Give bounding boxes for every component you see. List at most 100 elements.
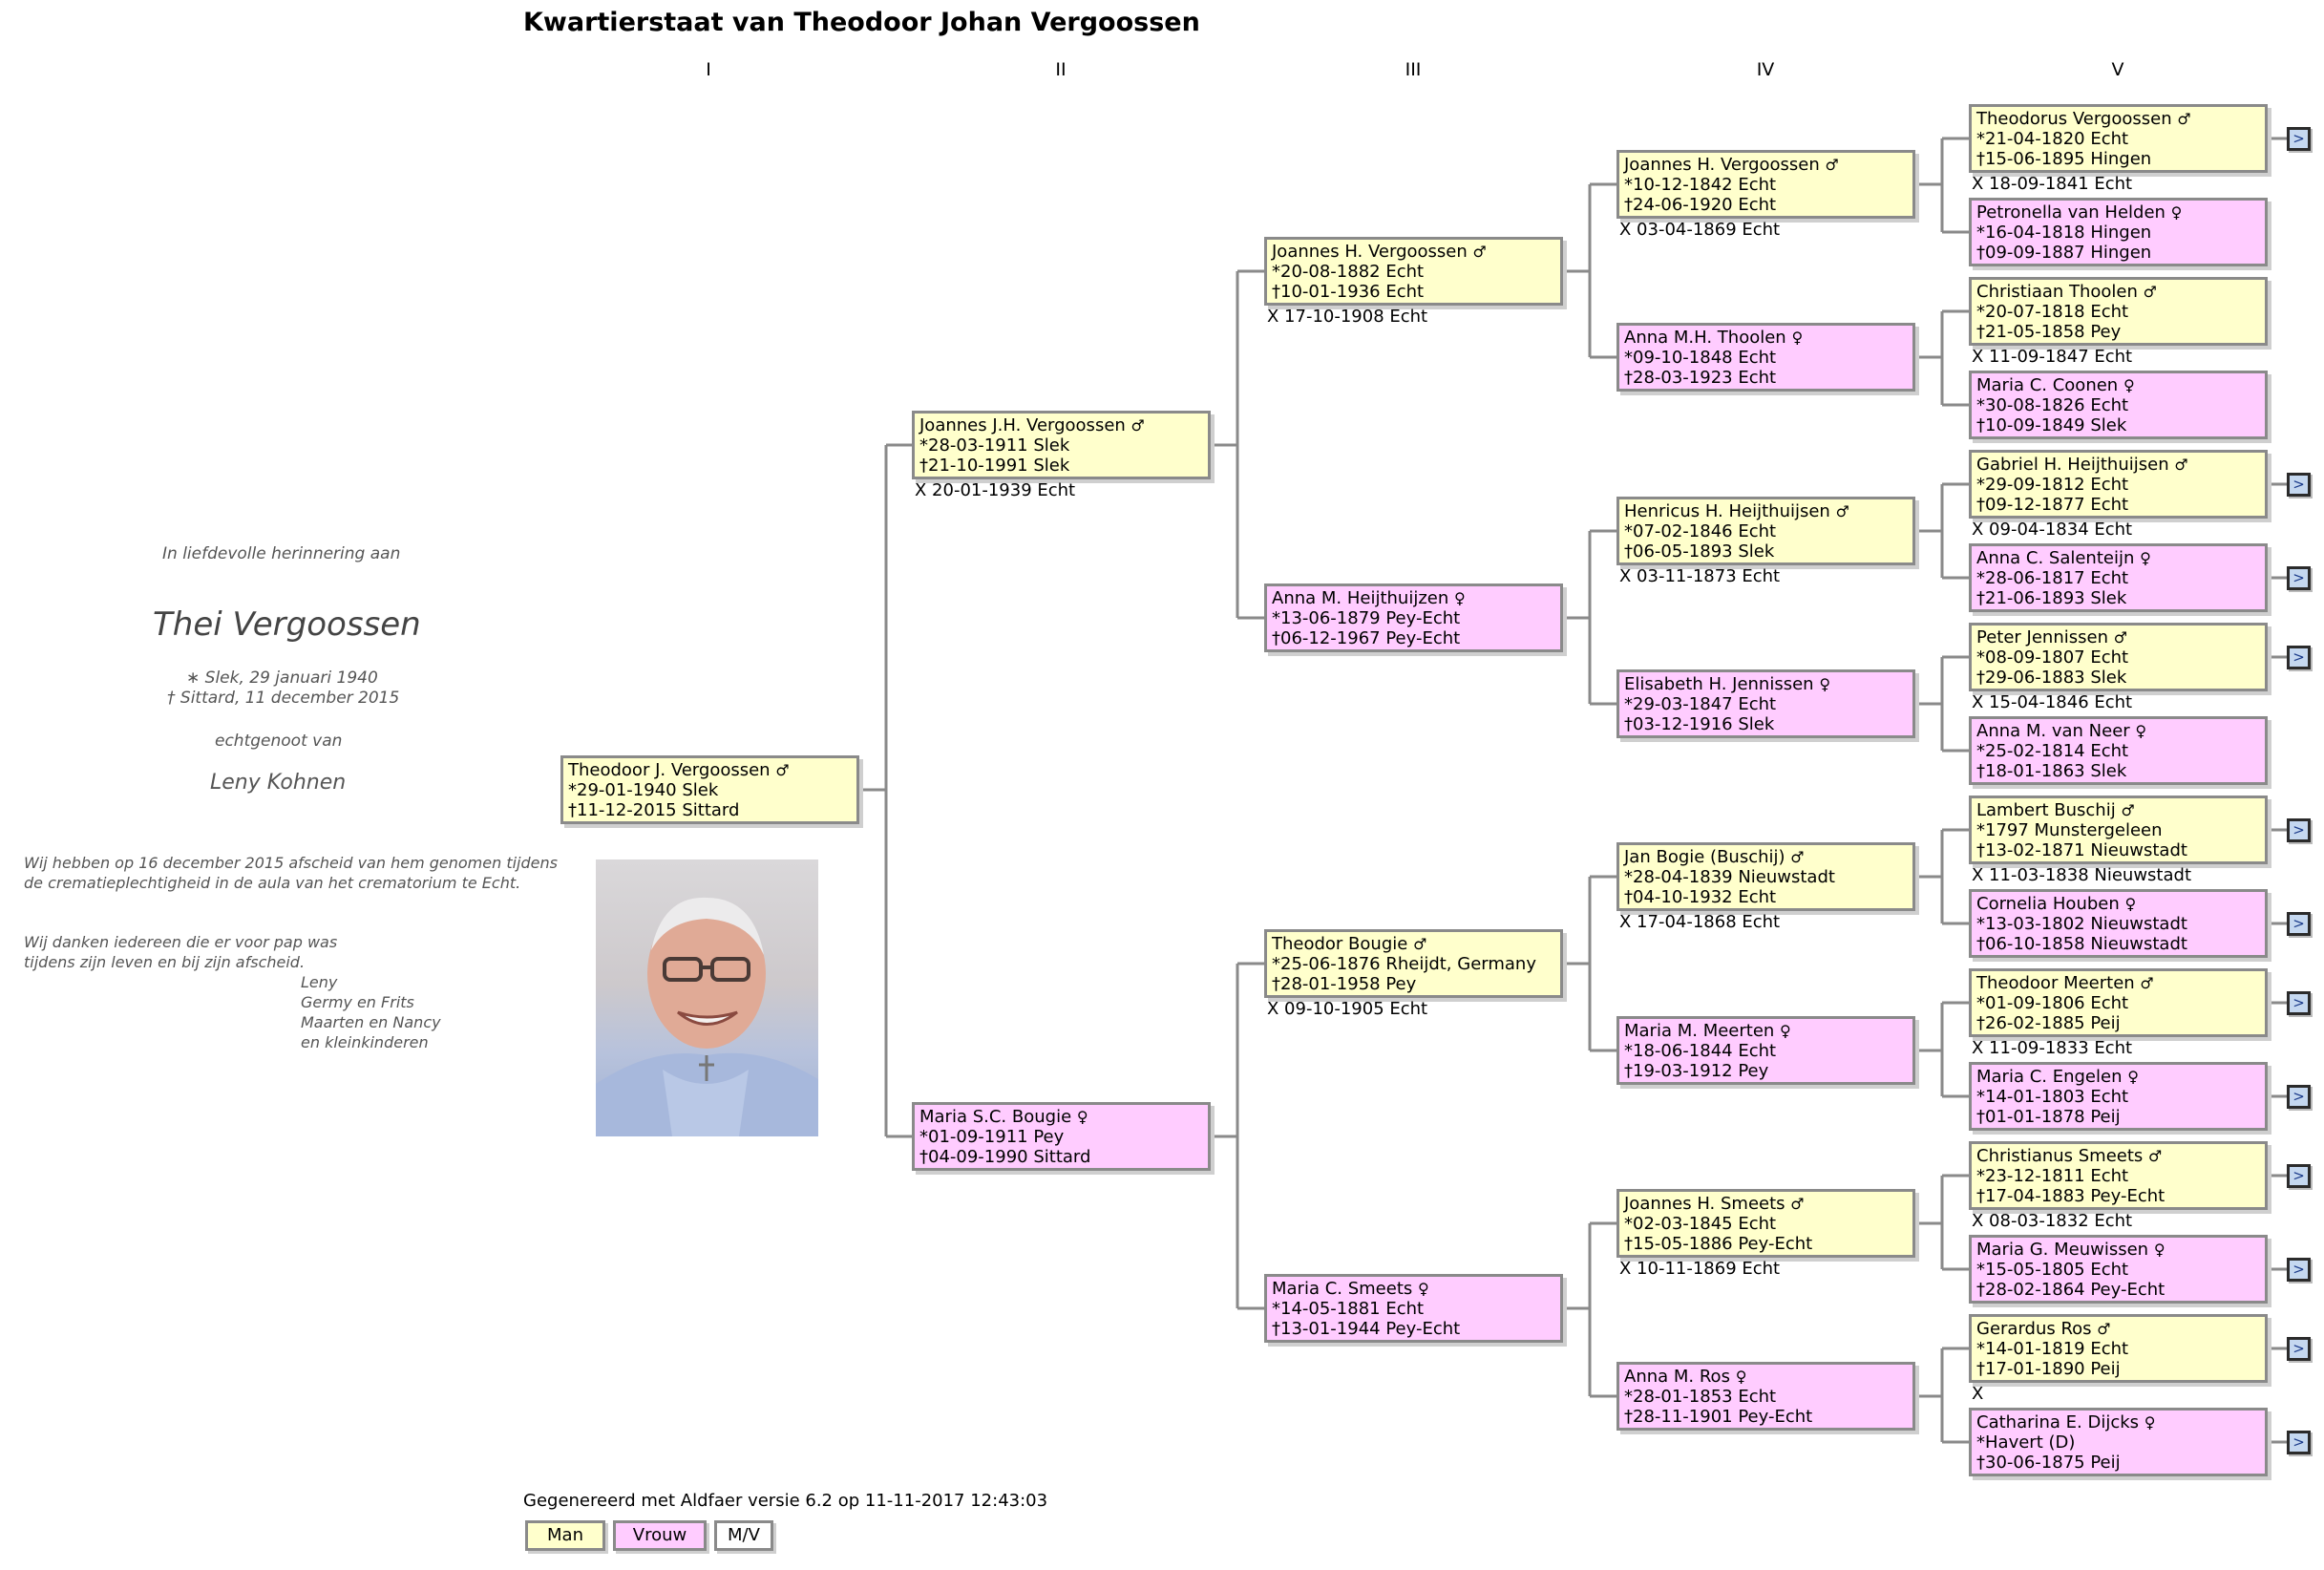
person-birth: *16-04-1818 Hingen: [1976, 223, 2152, 243]
person-birth: *09-10-1848 Echt: [1624, 348, 1777, 368]
person-box-p6[interactable]: Theodor Bougie ♂*25-06-1876 Rheijdt, Ger…: [1264, 929, 1563, 998]
person-box-p19[interactable]: Maria C. Coonen ♀*30-08-1826 Echt†10-09-…: [1969, 371, 2268, 439]
memorial-signature: Maarten en Nancy: [301, 1013, 441, 1031]
person-box-p31[interactable]: Catharina E. Dijcks ♀ *Havert (D)†30-06-1…: [1969, 1408, 2268, 1476]
person-death: †06-12-1967 Pey-Echt: [1272, 628, 1461, 648]
female-icon: ♀: [2144, 1413, 2156, 1432]
person-death: †21-05-1858 Pey: [1976, 322, 2122, 342]
person-death: †30-06-1875 Peij: [1976, 1453, 2121, 1473]
person-birth: *20-08-1882 Echt: [1272, 262, 1425, 282]
more-ancestors-button[interactable]: >: [2287, 127, 2311, 151]
more-ancestors-button[interactable]: >: [2287, 912, 2311, 936]
person-box-p7[interactable]: Maria C. Smeets ♀*14-05-1881 Echt†13-01-…: [1264, 1274, 1563, 1343]
more-ancestors-button[interactable]: >: [2287, 1337, 2311, 1361]
more-ancestors-button[interactable]: >: [2287, 1258, 2311, 1282]
person-box-p2[interactable]: Joannes J.H. Vergoossen ♂*28-03-1911 Sle…: [912, 411, 1211, 479]
person-name: Maria C. Coonen: [1976, 375, 2119, 395]
person-box-p23[interactable]: Anna M. van Neer ♀*25-02-1814 Echt†18-01…: [1969, 716, 2268, 785]
person-name: Anna C. Salenteijn: [1976, 548, 2135, 568]
person-box-p22[interactable]: Peter Jennissen ♂*08-09-1807 Echt†29-06-…: [1969, 623, 2268, 691]
person-box-p25[interactable]: Cornelia Houben ♀*13-03-1802 Nieuwstadt†…: [1969, 889, 2268, 958]
generation-label-1: I: [706, 59, 711, 80]
person-box-p10[interactable]: Henricus H. Heijthuijsen ♂*07-02-1846 Ec…: [1616, 497, 1915, 565]
person-name: Elisabeth H. Jennissen: [1624, 674, 1814, 694]
person-name: Theodoor Meerten: [1976, 973, 2135, 993]
person-birth: *14-01-1803 Echt: [1976, 1087, 2129, 1107]
person-box-p9[interactable]: Anna M.H. Thoolen ♀*09-10-1848 Echt†28-0…: [1616, 323, 1915, 392]
memorial-name: Thei Vergoossen: [153, 605, 421, 644]
generator-footer: Gegenereerd met Aldfaer versie 6.2 op 11…: [523, 1491, 1048, 1511]
person-death: †15-05-1886 Pey-Echt: [1624, 1234, 1813, 1254]
person-death: †10-09-1849 Slek: [1976, 415, 2127, 435]
person-name: Catharina E. Dijcks: [1976, 1412, 2140, 1432]
person-box-p14[interactable]: Joannes H. Smeets ♂*02-03-1845 Echt†15-0…: [1616, 1189, 1915, 1258]
person-box-p15[interactable]: Anna M. Ros ♀*28-01-1853 Echt†28-11-1901…: [1616, 1362, 1915, 1431]
person-box-p12[interactable]: Jan Bogie (Buschij) ♂*28-04-1839 Nieuwst…: [1616, 842, 1915, 911]
person-box-p30[interactable]: Gerardus Ros ♂*14-01-1819 Echt†17-01-189…: [1969, 1314, 2268, 1383]
person-box-p20[interactable]: Gabriel H. Heijthuijsen ♂*29-09-1812 Ech…: [1969, 450, 2268, 519]
marriage-date: X 09-10-1905 Echt: [1267, 999, 1428, 1019]
person-birth: *15-05-1805 Echt: [1976, 1260, 2129, 1280]
person-box-p8[interactable]: Joannes H. Vergoossen ♂*10-12-1842 Echt†…: [1616, 150, 1915, 219]
more-ancestors-button[interactable]: >: [2287, 991, 2311, 1015]
person-death: †09-09-1887 Hingen: [1976, 243, 2152, 263]
female-icon: ♀: [1735, 1368, 1747, 1386]
person-name-line: Gerardus Ros ♂: [1976, 1319, 2260, 1339]
memorial-spouse-intro: echtgenoot van: [215, 732, 343, 751]
more-ancestors-button[interactable]: >: [2287, 818, 2311, 842]
marriage-date: X 20-01-1939 Echt: [915, 480, 1076, 500]
person-death: †18-01-1863 Slek: [1976, 761, 2127, 781]
person-name-line: Maria G. Meuwissen ♀: [1976, 1240, 2260, 1260]
person-name: Peter Jennissen: [1976, 627, 2108, 647]
person-name: Joannes H. Smeets: [1624, 1194, 1785, 1214]
marriage-date: X 11-03-1838 Nieuwstadt: [1972, 865, 2192, 885]
person-death: †24-06-1920 Echt: [1624, 195, 1777, 215]
person-box-p3[interactable]: Maria S.C. Bougie ♀*01-09-1911 Pey†04-09…: [912, 1102, 1211, 1171]
person-box-p28[interactable]: Christianus Smeets ♂*23-12-1811 Echt†17-…: [1969, 1141, 2268, 1210]
person-birth: *13-06-1879 Pey-Echt: [1272, 608, 1461, 628]
more-ancestors-button[interactable]: >: [2287, 1431, 2311, 1454]
person-birth: *Havert (D): [1976, 1432, 2076, 1453]
person-box-p1[interactable]: Theodoor J. Vergoossen ♂*29-01-1940 Slek…: [560, 755, 859, 824]
marriage-date: X 11-09-1847 Echt: [1972, 347, 2133, 367]
person-name: Jan Bogie (Buschij): [1624, 847, 1785, 867]
person-death: †11-12-2015 Sittard: [568, 800, 740, 820]
person-box-p11[interactable]: Elisabeth H. Jennissen ♀*29-03-1847 Echt…: [1616, 669, 1915, 738]
person-name-line: Anna M.H. Thoolen ♀: [1624, 328, 1908, 348]
person-name-line: Cornelia Houben ♀: [1976, 894, 2260, 914]
person-box-p18[interactable]: Christiaan Thoolen ♂*20-07-1818 Echt†21-…: [1969, 277, 2268, 346]
more-ancestors-button[interactable]: >: [2287, 473, 2311, 497]
male-icon: ♂: [2143, 283, 2157, 301]
person-name-line: Joannes H. Smeets ♂: [1624, 1194, 1908, 1214]
person-box-p17[interactable]: Petronella van Helden ♀*16-04-1818 Hinge…: [1969, 198, 2268, 266]
person-name: Theodor Bougie: [1272, 934, 1408, 954]
person-box-p26[interactable]: Theodoor Meerten ♂*01-09-1806 Echt†26-02…: [1969, 968, 2268, 1037]
more-ancestors-button[interactable]: >: [2287, 646, 2311, 669]
person-birth: *25-06-1876 Rheijdt, Germany: [1272, 954, 1536, 974]
person-box-p16[interactable]: Theodorus Vergoossen ♂*21-04-1820 Echt†1…: [1969, 104, 2268, 173]
memorial-signature: Germy en Frits: [301, 993, 414, 1011]
memorial-spouse: Leny Kohnen: [210, 771, 347, 795]
female-icon: ♀: [2170, 203, 2183, 222]
male-icon: ♂: [1835, 502, 1849, 520]
person-name-line: Peter Jennissen ♂: [1976, 627, 2260, 647]
person-box-p21[interactable]: Anna C. Salenteijn ♀*28-06-1817 Echt†21-…: [1969, 543, 2268, 612]
male-icon: ♂: [2097, 1320, 2111, 1338]
person-death: †28-01-1958 Pey: [1272, 974, 1417, 994]
male-icon: ♂: [1413, 935, 1427, 953]
more-ancestors-button[interactable]: >: [2287, 1164, 2311, 1188]
person-box-p5[interactable]: Anna M. Heijthuijzen ♀*13-06-1879 Pey-Ec…: [1264, 583, 1563, 652]
person-name-line: Maria C. Smeets ♀: [1272, 1279, 1555, 1299]
legend-mv: M/V: [714, 1520, 773, 1551]
person-box-p24[interactable]: Lambert Buschij ♂*1797 Munstergeleen†13-…: [1969, 796, 2268, 864]
marriage-date: X 09-04-1834 Echt: [1972, 520, 2133, 540]
person-box-p29[interactable]: Maria G. Meuwissen ♀*15-05-1805 Echt†28-…: [1969, 1235, 2268, 1304]
person-name-line: Maria M. Meerten ♀: [1624, 1021, 1908, 1041]
person-box-p13[interactable]: Maria M. Meerten ♀*18-06-1844 Echt†19-03…: [1616, 1016, 1915, 1085]
person-box-p4[interactable]: Joannes H. Vergoossen ♂*20-08-1882 Echt†…: [1264, 237, 1563, 306]
person-box-p27[interactable]: Maria C. Engelen ♀*14-01-1803 Echt†01-01…: [1969, 1062, 2268, 1131]
more-ancestors-button[interactable]: >: [2287, 1085, 2311, 1109]
more-ancestors-button[interactable]: >: [2287, 566, 2311, 590]
male-icon: ♂: [1790, 848, 1805, 866]
